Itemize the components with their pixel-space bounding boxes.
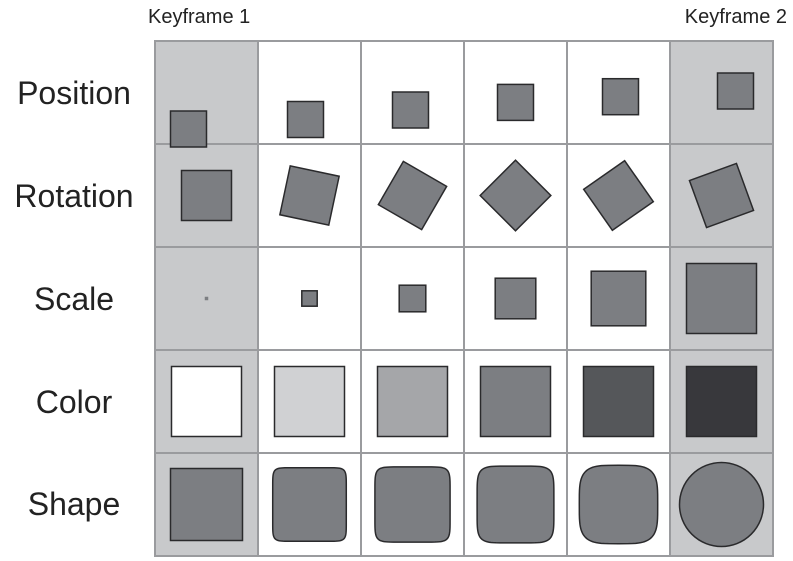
position-square-6	[716, 72, 755, 110]
shape-morph-3	[374, 466, 451, 543]
color-square-3	[376, 365, 449, 438]
rotation-square-1	[180, 169, 233, 222]
color-square-2	[273, 365, 346, 438]
row-label-rotation: Rotation	[14, 178, 134, 214]
position-square-2	[286, 100, 325, 139]
color-square-4	[479, 365, 552, 438]
scale-square-5	[590, 270, 647, 327]
shape-morph-5	[578, 464, 659, 545]
position-square-3	[391, 91, 430, 129]
shape-morph-2	[271, 466, 348, 543]
color-square-5	[582, 365, 655, 438]
color-square-1	[170, 365, 243, 438]
row-label-color: Color	[35, 384, 113, 420]
row-label-shape: Shape	[27, 486, 121, 522]
position-square-1	[169, 110, 208, 148]
rotation-square-5	[582, 159, 655, 232]
rotation-square-4	[479, 159, 552, 232]
shape-morph-1	[169, 467, 244, 542]
color-square-6	[685, 365, 758, 438]
scale-square-2	[301, 290, 318, 307]
rotation-square-3	[377, 160, 448, 231]
keyframe-1-label: Keyframe 1	[148, 6, 251, 28]
scale-square-3	[398, 284, 427, 313]
scale-square-1	[204, 296, 209, 301]
shape-morph-4	[476, 465, 555, 544]
position-square-4	[496, 83, 535, 122]
rotation-square-2	[278, 164, 341, 227]
rotation-square-6	[688, 162, 755, 229]
keyframe-2-label: Keyframe 2	[684, 6, 787, 28]
shape-morph-6	[678, 461, 765, 548]
row-label-scale: Scale	[33, 281, 115, 317]
row-label-position: Position	[17, 75, 131, 111]
scale-square-4	[494, 277, 537, 320]
position-square-5	[601, 77, 640, 116]
scale-square-6	[685, 262, 758, 335]
